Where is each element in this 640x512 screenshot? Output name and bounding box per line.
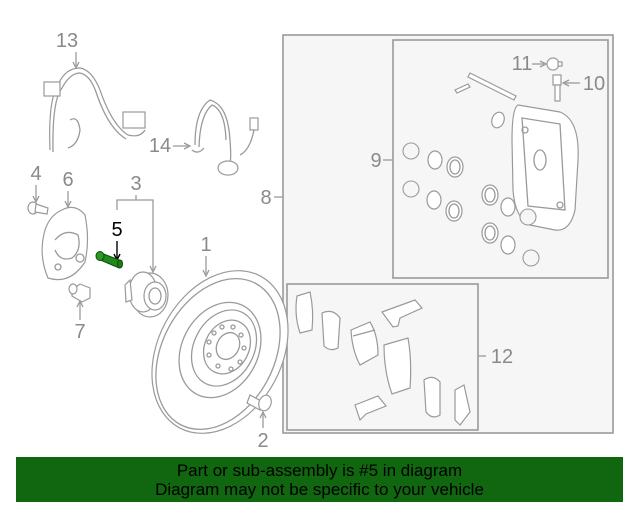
part-info-banner: Part or sub-assembly is #5 in diagram Di… [16,457,623,502]
pad-box-12 [286,283,479,431]
banner-line-1: Part or sub-assembly is #5 in diagram [176,461,463,480]
callout-1: 1 [200,234,211,256]
part-2-rotor-screw[interactable]: 2 [246,393,273,452]
callout-8-group: 8 [260,187,283,209]
part-4-bolt[interactable]: 4 [27,163,49,215]
part-12-brake-pad-set[interactable]: 12 [295,291,513,426]
callout-7: 7 [74,321,85,343]
callout-9: 9 [370,150,381,172]
part-1-brake-rotor[interactable]: 1 [125,234,315,457]
callout-8: 8 [260,187,271,209]
callout-3: 3 [130,173,141,195]
part-5-wheel-stud[interactable]: 5 [95,219,123,269]
callout-2: 2 [257,430,268,452]
part-11-bleeder-cap[interactable]: 11 [512,53,563,75]
callout-11: 11 [512,53,533,75]
part-7-bolt[interactable]: 7 [68,283,91,343]
callout-5: 5 [111,219,122,241]
banner-line-2: Diagram may not be specific to your vehi… [155,480,484,499]
part-9-caliper-kit[interactable]: 9 [370,72,579,267]
part-6-dust-shield[interactable]: 6 [41,169,89,281]
part-13-brake-hose[interactable]: 13 [43,30,146,153]
callout-4: 4 [30,163,41,185]
part-3-hub-assembly[interactable]: 3 [116,173,169,318]
callout-13: 13 [56,30,78,52]
callout-6: 6 [62,169,73,191]
callout-10: 10 [583,73,605,95]
callout-12: 12 [491,346,513,368]
part-10-bleeder-screw[interactable]: 10 [552,73,605,102]
part-14-abs-sensor[interactable]: 14 [149,99,259,176]
callout-14: 14 [149,135,171,157]
